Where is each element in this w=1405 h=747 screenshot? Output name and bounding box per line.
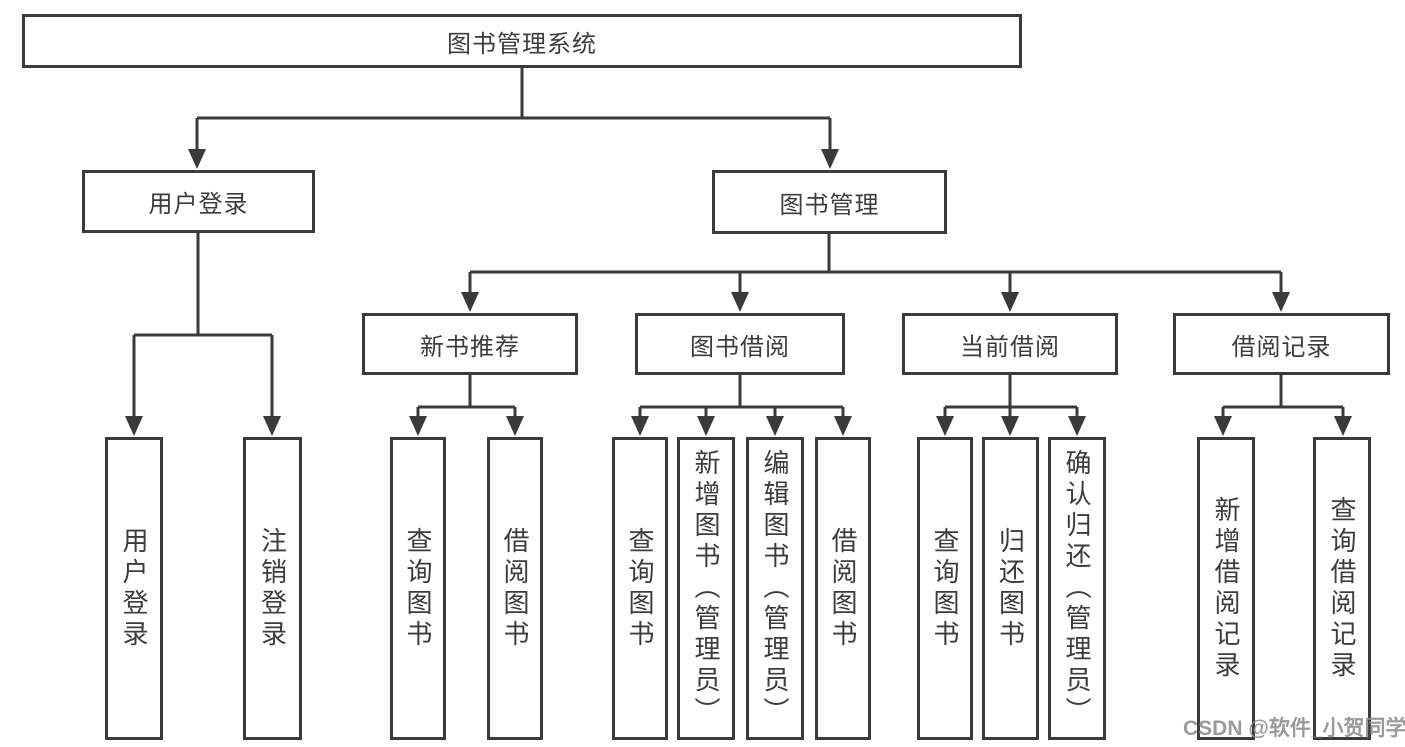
leaf-query-books-1: 查询图书	[390, 437, 446, 740]
connector-book-borrow-branch	[631, 375, 852, 436]
leaf-borrow-books-1: 借阅图书	[487, 437, 543, 740]
leaf-label: 确认归还（管理员）	[1062, 449, 1092, 728]
connector-borrow-records-branch	[1214, 375, 1352, 436]
leaf-logout: 注销登录	[243, 437, 302, 740]
node-book-borrow: 图书借阅	[635, 313, 845, 375]
connector-user-login-branch	[125, 233, 281, 436]
leaf-label: 查询图书	[403, 526, 433, 651]
leaf-confirm-return-admin: 确认归还（管理员）	[1048, 437, 1106, 740]
leaf-label: 编辑图书（管理员）	[760, 449, 790, 728]
leaf-label: 查询图书	[625, 526, 655, 651]
leaf-return-books: 归还图书	[982, 437, 1039, 740]
node-new-books: 新书推荐	[362, 313, 578, 375]
leaf-label: 新增借阅记录	[1211, 495, 1241, 682]
connector-current-borrow-branch	[936, 375, 1086, 436]
node-book-mgmt: 图书管理	[712, 170, 947, 234]
leaf-label: 新增图书（管理员）	[691, 449, 721, 728]
node-borrow-records: 借阅记录	[1173, 313, 1390, 375]
leaf-label: 借阅图书	[828, 526, 858, 651]
connector-new-books-branch	[409, 375, 524, 436]
leaf-query-borrow-record: 查询借阅记录	[1313, 437, 1371, 740]
leaf-label: 借阅图书	[500, 526, 530, 651]
leaf-borrow-books-2: 借阅图书	[815, 437, 871, 740]
leaf-label: 注销登录	[257, 526, 288, 651]
leaf-label: 查询借阅记录	[1327, 495, 1357, 682]
leaf-label: 归还图书	[995, 526, 1026, 651]
leaf-user-login: 用户登录	[105, 437, 163, 740]
leaf-label: 用户登录	[119, 526, 149, 651]
leaf-add-books-admin: 新增图书（管理员）	[677, 437, 735, 740]
node-user-login: 用户登录	[82, 170, 315, 233]
node-root: 图书管理系统	[22, 14, 1022, 68]
leaf-query-books-3: 查询图书	[917, 437, 973, 740]
leaf-query-books-2: 查询图书	[612, 437, 668, 740]
leaf-label: 查询图书	[930, 526, 960, 651]
leaf-edit-books-admin: 编辑图书（管理员）	[746, 437, 804, 740]
connector-root-branch	[188, 68, 839, 169]
node-current-borrow: 当前借阅	[902, 313, 1118, 375]
leaf-add-borrow-record: 新增借阅记录	[1197, 437, 1255, 740]
connector-book-mgmt-branch	[461, 234, 1290, 312]
